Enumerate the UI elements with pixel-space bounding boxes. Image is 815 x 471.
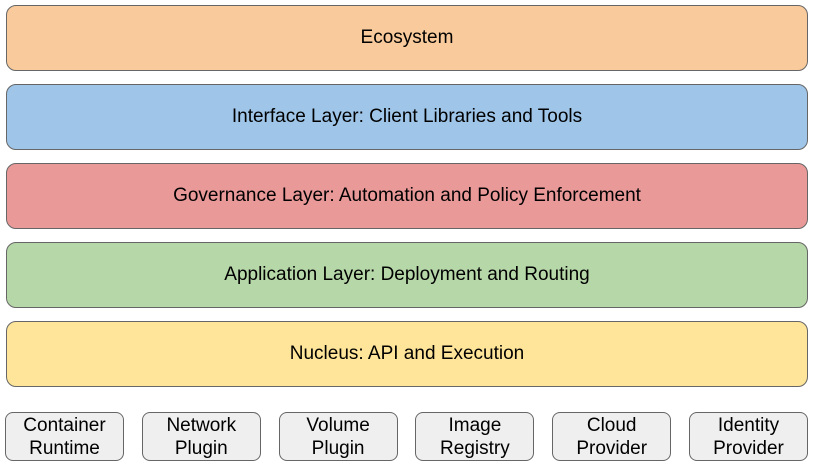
layer-ecosystem-label: Ecosystem xyxy=(360,27,454,48)
provider-network-plugin: Network Plugin xyxy=(141,412,261,461)
layer-ecosystem: Ecosystem xyxy=(6,5,808,71)
layer-governance-label: Governance Layer: Automation and Policy … xyxy=(173,185,641,206)
provider-volume-plugin-line1: Volume xyxy=(306,414,370,436)
provider-identity-provider: Identity Provider xyxy=(688,412,808,461)
provider-network-plugin-line2: Plugin xyxy=(174,437,228,459)
layer-application: Application Layer: Deployment and Routin… xyxy=(6,242,808,308)
layer-interface: Interface Layer: Client Libraries and To… xyxy=(6,84,808,150)
layer-nucleus: Nucleus: API and Execution xyxy=(6,321,808,387)
provider-volume-plugin: Volume Plugin xyxy=(278,412,398,461)
provider-identity-provider-line2: Provider xyxy=(713,437,784,459)
layer-nucleus-label: Nucleus: API and Execution xyxy=(289,343,525,364)
provider-cloud-provider: Cloud Provider xyxy=(552,412,672,461)
provider-container-runtime-line2: Runtime xyxy=(29,437,100,459)
layer-stack: Ecosystem Interface Layer: Client Librar… xyxy=(6,5,808,400)
provider-container-runtime: Container Runtime xyxy=(5,412,124,461)
provider-image-registry: Image Registry xyxy=(415,412,535,461)
provider-cloud-provider-line2: Provider xyxy=(576,437,648,459)
provider-row: Container Runtime Network Plugin Volume … xyxy=(5,412,808,461)
provider-image-registry-line2: Registry xyxy=(440,437,510,459)
provider-cloud-provider-line1: Cloud xyxy=(586,414,637,436)
provider-container-runtime-line1: Container xyxy=(23,414,106,436)
provider-network-plugin-line1: Network xyxy=(166,414,237,436)
layer-interface-label: Interface Layer: Client Libraries and To… xyxy=(231,106,583,127)
layer-application-label: Application Layer: Deployment and Routin… xyxy=(224,264,590,285)
provider-volume-plugin-line2: Plugin xyxy=(311,437,365,459)
layer-governance: Governance Layer: Automation and Policy … xyxy=(6,163,808,229)
provider-identity-provider-line1: Identity xyxy=(717,414,780,436)
provider-image-registry-line1: Image xyxy=(448,414,502,436)
